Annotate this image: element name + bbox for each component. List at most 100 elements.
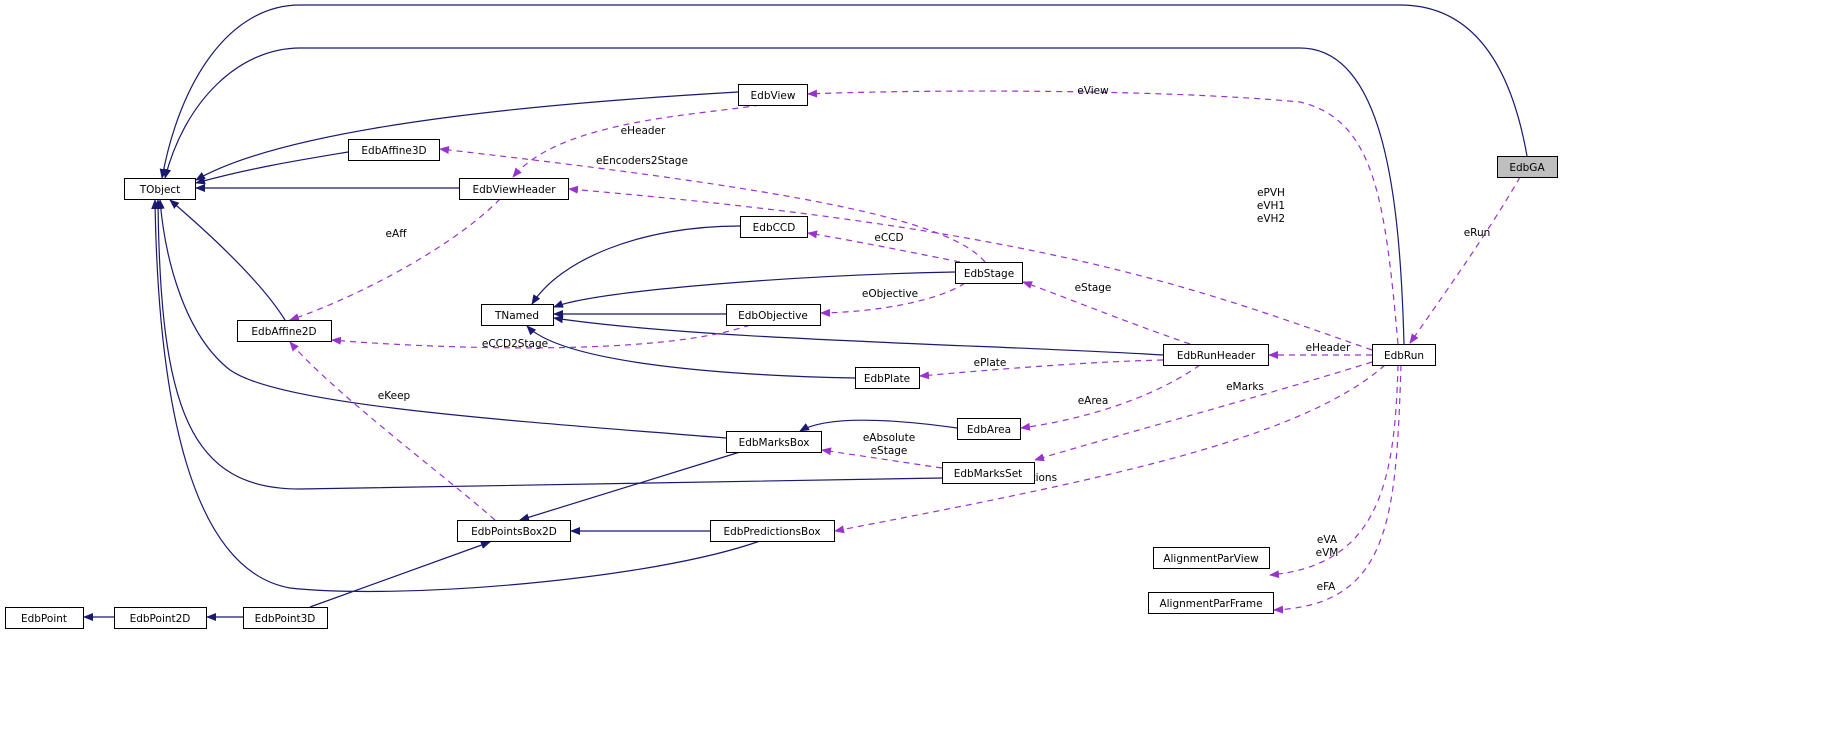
node-label: EdbMarksBox — [739, 437, 810, 449]
label-eplate: ePlate — [974, 357, 1007, 369]
label-evh2: eVH2 — [1257, 213, 1285, 225]
label-earea: eArea — [1078, 395, 1109, 407]
node-label: EdbPoint2D — [130, 613, 191, 625]
edge-estage — [1022, 281, 1191, 345]
label-eccd: eCCD — [874, 232, 903, 244]
edge-edbstage-tnamed — [553, 271, 956, 308]
node-alignmentparview[interactable]: AlignmentParView — [1153, 547, 1270, 569]
edge-epredictions — [834, 364, 1386, 534]
edge-edbrun-tobject — [163, 47, 1405, 345]
node-tobject[interactable]: TObject — [124, 178, 196, 200]
node-label: EdbPoint3D — [255, 613, 316, 625]
edge-edbmarksbox-tobject — [156, 199, 727, 439]
label-eccd2stage: eCCD2Stage — [482, 338, 548, 350]
label-eheader-run: eHeader — [1306, 342, 1351, 354]
node-label: AlignmentParFrame — [1159, 598, 1262, 610]
node-label: EdbPlate — [864, 373, 910, 385]
node-edbviewheader[interactable]: EdbViewHeader — [459, 178, 569, 200]
node-label: EdbRun — [1384, 350, 1424, 362]
node-edbpointsbox2d[interactable]: EdbPointsBox2D — [457, 520, 571, 542]
edge-edbview-tobject — [195, 91, 739, 181]
node-label: EdbViewHeader — [472, 184, 556, 196]
node-label: EdbObjective — [738, 310, 808, 322]
edge-eccd2stage — [331, 324, 751, 349]
label-evm: eVM — [1316, 547, 1339, 559]
edge-eplate — [919, 359, 1164, 380]
label-efa: eFA — [1317, 581, 1337, 593]
node-label: EdbCCD — [753, 222, 796, 234]
node-label: EdbPredictionsBox — [723, 526, 820, 538]
node-edbobjective[interactable]: EdbObjective — [726, 304, 821, 326]
edge-edbmarksset-tobject — [154, 199, 943, 490]
edge-evh — [568, 185, 1373, 351]
node-label: EdbView — [751, 90, 796, 102]
node-label: EdbRunHeader — [1177, 350, 1256, 362]
node-edbaffine2d[interactable]: EdbAffine2D — [237, 320, 332, 342]
node-tnamed[interactable]: TNamed — [481, 304, 554, 326]
node-edbpoint2d[interactable]: EdbPoint2D — [114, 607, 207, 629]
label-eheader-view: eHeader — [621, 125, 666, 137]
node-label: EdbAffine3D — [361, 145, 426, 157]
edge-emarks — [1034, 361, 1373, 462]
edge-earea — [1020, 364, 1201, 431]
label-eva: eVA — [1317, 534, 1338, 546]
node-edbstage[interactable]: EdbStage — [955, 262, 1023, 284]
node-label: TObject — [139, 184, 181, 196]
node-alignmentparframe[interactable]: AlignmentParFrame — [1148, 592, 1274, 614]
node-edbpoint3d[interactable]: EdbPoint3D — [243, 607, 328, 629]
label-emarks: eMarks — [1226, 381, 1264, 393]
node-edbga[interactable]: EdbGA — [1497, 156, 1558, 178]
node-edbaffine3d[interactable]: EdbAffine3D — [348, 139, 440, 161]
node-edbplate[interactable]: EdbPlate — [855, 367, 920, 389]
edge-eobjective — [820, 282, 966, 317]
node-edbmarksbox[interactable]: EdbMarksBox — [726, 431, 822, 453]
edge-ekeep — [289, 341, 496, 521]
edge-eencoders2stage — [439, 146, 986, 263]
edge-edbrunheader-tnamed — [553, 315, 1164, 356]
edge-eaff — [289, 198, 501, 321]
node-edbrun[interactable]: EdbRun — [1372, 344, 1436, 366]
edge-efa — [1273, 364, 1402, 614]
edge-edbaffine2d-tobject — [169, 199, 286, 321]
edge-edbarea-edbmarksbox — [799, 419, 958, 432]
node-edbrunheader[interactable]: EdbRunHeader — [1163, 344, 1269, 366]
edge-edbga-tobject — [159, 4, 1528, 179]
node-edbpoint[interactable]: EdbPoint — [5, 607, 84, 629]
label-ekeep: eKeep — [378, 390, 411, 402]
edge-erun — [1409, 176, 1521, 344]
label-estage-marks: eStage — [871, 445, 908, 457]
node-label: TNamed — [494, 310, 539, 322]
edge-edbmarksbox-edbpointsbox2d — [519, 451, 741, 522]
label-evh1: eVH1 — [1257, 200, 1285, 212]
label-eencoders2stage: eEncoders2Stage — [596, 155, 688, 167]
node-edbview[interactable]: EdbView — [738, 84, 808, 106]
label-epvh: ePVH — [1257, 187, 1285, 199]
node-label: AlignmentParView — [1163, 553, 1259, 565]
edge-edbpredictionsbox-tobject — [151, 199, 761, 593]
node-edbmarksset[interactable]: EdbMarksSet — [942, 462, 1035, 484]
label-eabsolute: eAbsolute — [863, 432, 915, 444]
node-label: EdbGA — [1509, 162, 1545, 174]
node-edbpredictionsbox[interactable]: EdbPredictionsBox — [710, 520, 835, 542]
node-label: EdbMarksSet — [954, 468, 1023, 480]
node-edbarea[interactable]: EdbArea — [957, 418, 1021, 440]
label-eaff: eAff — [386, 228, 408, 240]
label-estage: eStage — [1075, 282, 1112, 294]
edge-edbpoint3d-edbpointsbox2d — [309, 541, 491, 608]
node-label: EdbAffine2D — [251, 326, 316, 338]
edge-edbplate-tnamed — [526, 325, 856, 379]
edge-eva-evm — [1269, 364, 1399, 579]
node-label: EdbStage — [964, 268, 1014, 280]
edge-eview — [807, 89, 1399, 345]
node-label: EdbPoint — [21, 613, 67, 625]
label-erun: eRun — [1464, 227, 1491, 239]
node-label: EdbArea — [967, 424, 1011, 436]
edge-eheader-view — [512, 104, 761, 178]
edge-edbccd-tnamed — [531, 225, 741, 305]
edge-labels: eRun eView eHeader eEncoders2Stage ePVH … — [378, 85, 1491, 593]
label-eview: eView — [1077, 85, 1109, 97]
node-edbccd[interactable]: EdbCCD — [740, 216, 808, 238]
inheritance-edges — [83, 4, 1528, 621]
nodes: EdbGA TObject EdbView EdbAffine3D EdbVie… — [5, 84, 1558, 629]
